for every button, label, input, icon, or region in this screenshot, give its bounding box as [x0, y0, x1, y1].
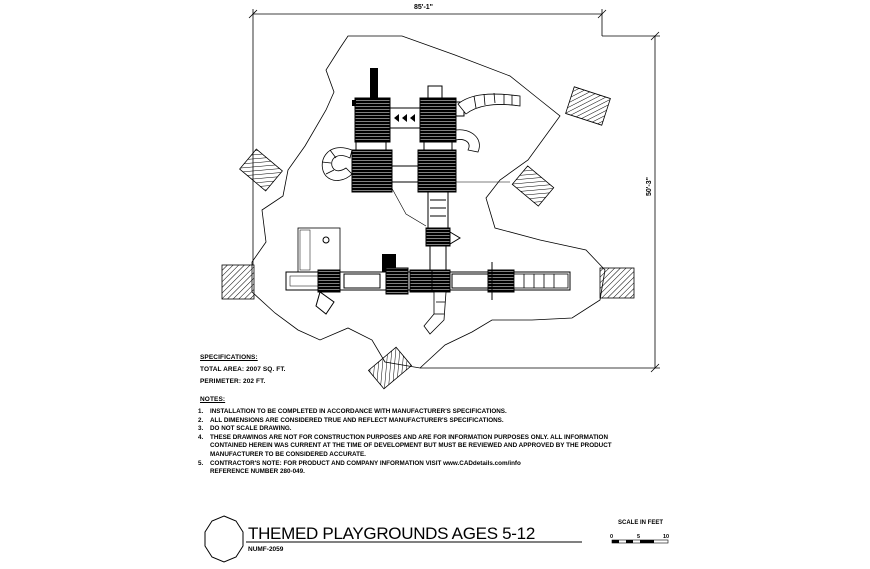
width-dimension-label: 85'-1"	[414, 4, 433, 11]
drawing-number: NUMF-2059	[248, 546, 284, 553]
entry-pad-top-left	[239, 148, 283, 192]
specifications-heading: SPECIFICATIONS:	[200, 354, 258, 361]
entry-pad-bottom-left	[367, 346, 413, 390]
perimeter-text: PERIMETER: 202 FT.	[200, 378, 266, 385]
tube-slide-curve	[455, 129, 480, 153]
height-dimension-line	[420, 31, 660, 373]
note-item: 1.INSTALLATION TO BE COMPLETED IN ACCORD…	[198, 408, 507, 415]
notes-list: 1.INSTALLATION TO BE COMPLETED IN ACCORD…	[198, 408, 718, 477]
scale-tick-label: 5	[637, 534, 641, 540]
note-item: 4.THESE DRAWINGS ARE NOT FOR CONSTRUCTIO…	[198, 433, 612, 458]
entry-pad-mid-right	[511, 165, 555, 207]
width-dimension-line	[248, 9, 607, 265]
note-item: 3.DO NOT SCALE DRAWING.	[198, 425, 292, 433]
upper-play-structure	[351, 68, 510, 193]
drawing-title: THEMED PLAYGROUNDS AGES 5-12	[248, 524, 535, 543]
scale-label: SCALE IN FEET	[618, 520, 664, 526]
total-area-text: TOTAL AREA: 2007 SQ. FT.	[200, 366, 286, 373]
notes-heading: NOTES:	[200, 396, 226, 403]
safety-surface-boundary	[251, 35, 606, 369]
entry-pad-left	[221, 264, 255, 300]
entry-pad-right	[599, 267, 635, 299]
scale-tick-label: 0	[610, 534, 614, 540]
note-item: 5.CONTRACTOR'S NOTE: FOR PRODUCT AND COM…	[198, 459, 521, 476]
lower-play-structure	[285, 227, 571, 315]
scale-tick-label: 10	[663, 534, 670, 540]
tube-slide-bottom	[423, 291, 447, 335]
central-ramp	[425, 191, 461, 273]
title-block-octagon-icon	[204, 515, 244, 563]
note-item: 2.ALL DIMENSIONS ARE CONSIDERED TRUE AND…	[198, 416, 504, 424]
spiral-slide-left	[321, 147, 353, 181]
entry-pad-top-right	[565, 86, 611, 126]
height-dimension-label: 50'-3"	[646, 177, 653, 196]
tube-slide-top	[457, 92, 521, 115]
scale-bar	[611, 539, 669, 544]
tube-slide-right	[513, 273, 569, 289]
